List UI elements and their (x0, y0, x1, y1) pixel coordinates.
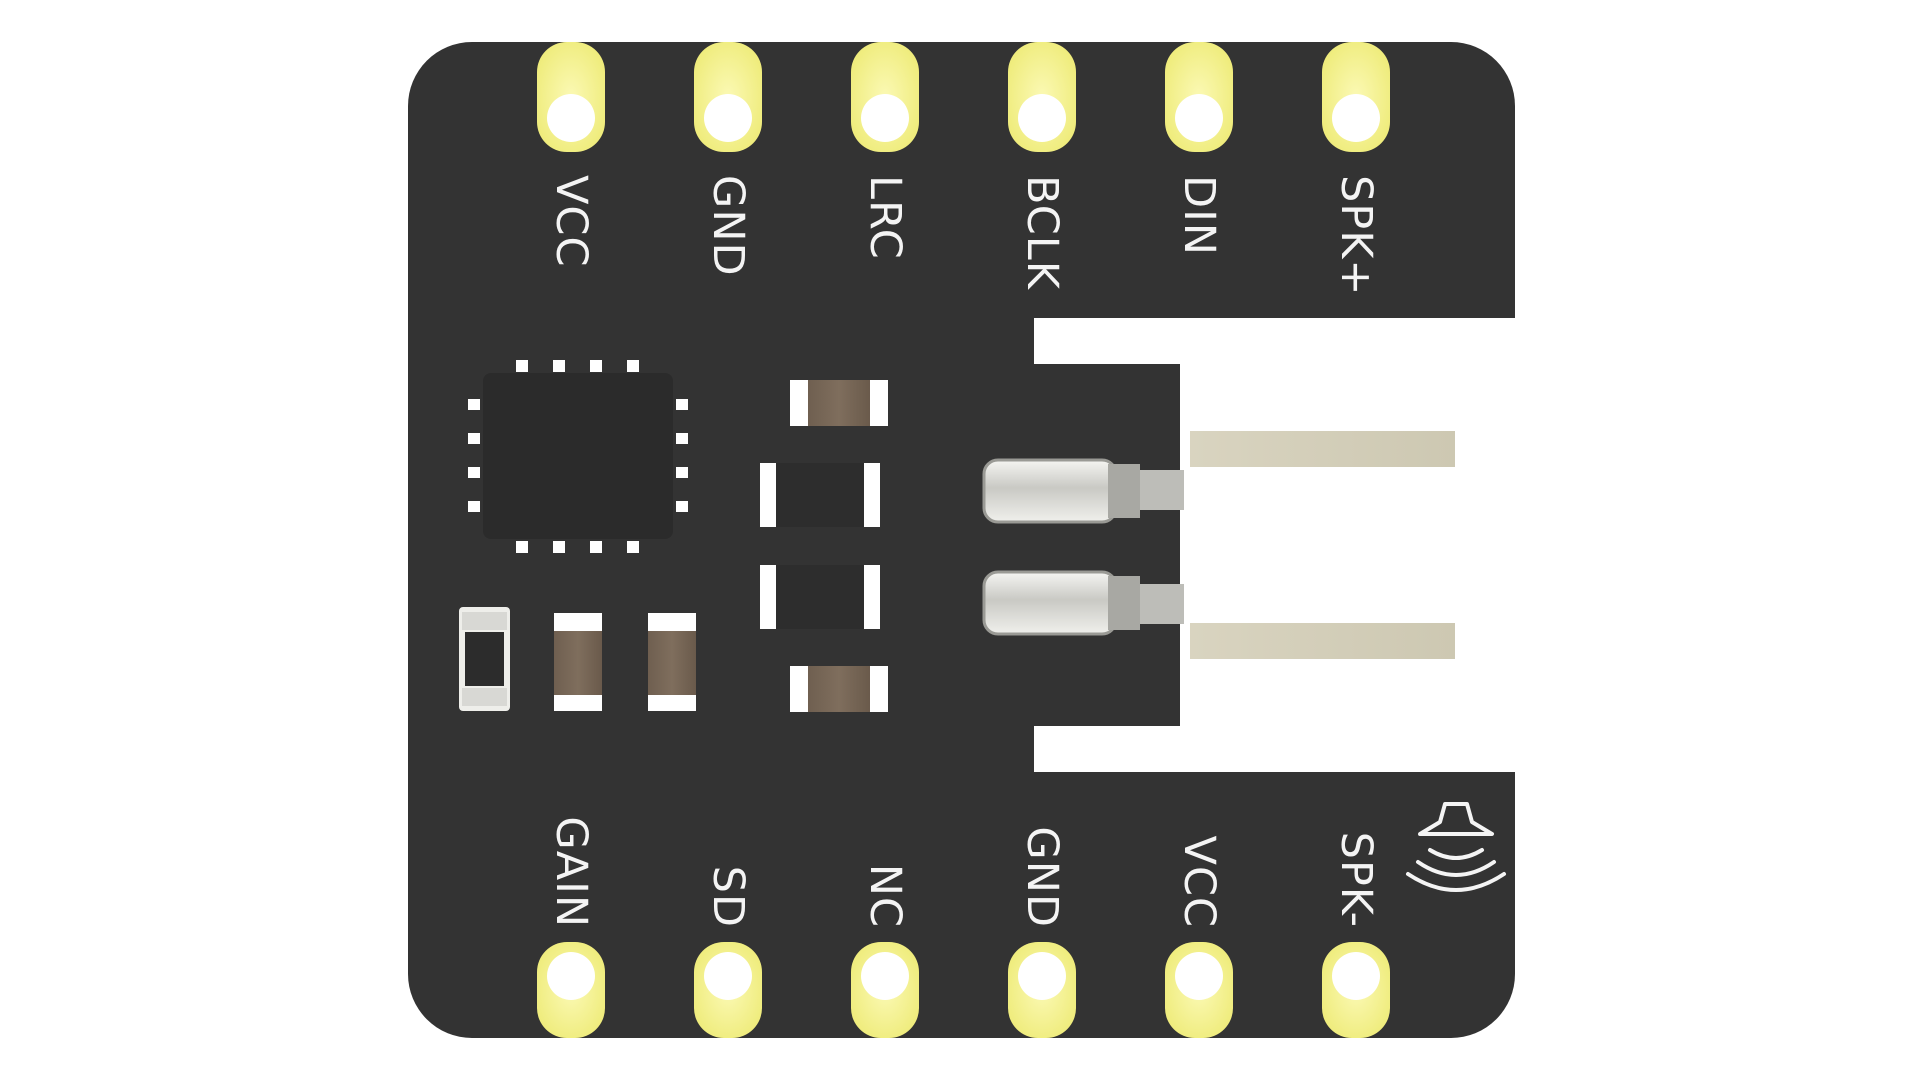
led-component (459, 607, 510, 711)
bottom-pin-label-3: NC (860, 864, 910, 928)
top-pad-5 (1165, 42, 1233, 152)
inductor-2 (760, 565, 880, 629)
capacitor-1 (554, 613, 602, 711)
bottom-pad-5 (1165, 942, 1233, 1038)
bottom-pad-row (537, 942, 1390, 1038)
ic-pin-right-2 (676, 433, 688, 444)
bottom-pad-6 (1322, 942, 1390, 1038)
top-pin-label-1: VCC (546, 175, 596, 267)
ic-pin-left-1 (468, 399, 480, 410)
top-pin-label-2: GND (703, 175, 753, 277)
amplifier-ic (468, 360, 688, 553)
ic-pin-right-4 (676, 501, 688, 512)
bottom-pad-4 (1008, 942, 1076, 1038)
ic-pin-bottom-3 (590, 541, 602, 553)
top-pad-1 (537, 42, 605, 152)
ic-pin-top-2 (553, 360, 565, 372)
ic-pin-top-3 (590, 360, 602, 372)
top-pad-2 (694, 42, 762, 152)
top-pin-label-6: SPK+ (1331, 175, 1381, 296)
bottom-pad-1 (537, 942, 605, 1038)
ic-pin-top-4 (627, 360, 639, 372)
capacitor-2 (648, 613, 696, 711)
ic-pin-bottom-4 (627, 541, 639, 553)
pcb-board (408, 42, 1515, 1038)
bottom-pin-label-6: SPK- (1331, 832, 1381, 928)
bottom-pad-2 (694, 942, 762, 1038)
top-pin-label-5: DIN (1174, 175, 1224, 256)
bottom-pin-label-5: VCC (1174, 836, 1224, 928)
bottom-pin-label-4: GND (1017, 826, 1067, 928)
speaker-icon (1406, 802, 1506, 892)
ic-pin-right-3 (676, 467, 688, 478)
speaker-connector (982, 318, 1515, 772)
top-pin-label-3: LRC (860, 175, 910, 260)
top-pad-6 (1322, 42, 1390, 152)
capacitor-4 (790, 666, 888, 712)
ic-pin-left-3 (468, 467, 480, 478)
capacitor-3 (790, 380, 888, 426)
top-pad-3 (851, 42, 919, 152)
top-pad-row (537, 42, 1390, 152)
top-pad-4 (1008, 42, 1076, 152)
inductor-1 (760, 463, 880, 527)
bottom-pad-3 (851, 942, 919, 1038)
top-pin-label-4: BCLK (1017, 175, 1067, 291)
bottom-pin-label-2: SD (703, 866, 753, 928)
ic-pin-left-4 (468, 501, 480, 512)
ic-pin-right-1 (676, 399, 688, 410)
ic-pin-top-1 (516, 360, 528, 372)
ic-pin-left-2 (468, 433, 480, 444)
bottom-pin-label-1: GAIN (546, 816, 596, 928)
ic-pin-bottom-2 (553, 541, 565, 553)
ic-pin-bottom-1 (516, 541, 528, 553)
